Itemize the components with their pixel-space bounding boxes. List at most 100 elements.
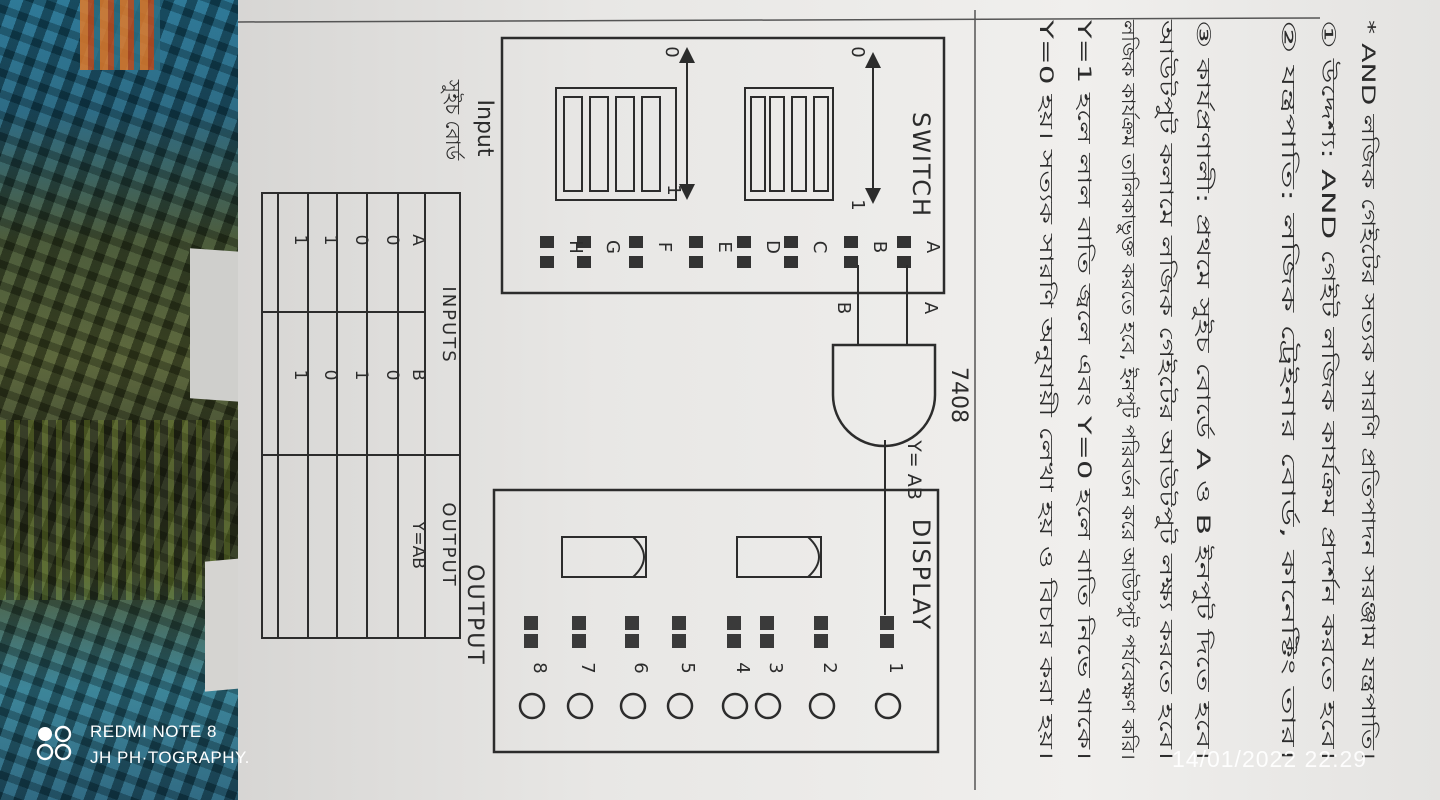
- switch-pin-label: B: [869, 241, 890, 253]
- switch-pin-terminal: [577, 256, 591, 268]
- note-line: * AND লজিক গেইটের সত্যক সারণি প্রতিপাদন …: [1357, 20, 1380, 760]
- photo-credit: JH PH·TOGRAPHY.: [90, 748, 250, 767]
- switch-pin-terminal: [844, 236, 858, 248]
- seven-segment-display: [736, 536, 822, 578]
- switch-pin-terminal: [897, 236, 911, 248]
- input-section-label: Input: [472, 100, 497, 157]
- switch-pin-label: H: [565, 240, 586, 254]
- slide-switch-2: [555, 47, 695, 201]
- truth-table-column-header: A: [408, 234, 428, 246]
- led-terminal: [672, 616, 686, 630]
- switch-pin-terminal: [629, 236, 643, 248]
- led-bulb: [566, 692, 594, 720]
- note-line: ① উদ্দেশ্য: AND গেইট লজিক কার্যক্রম প্রদ…: [1317, 20, 1340, 760]
- truth-table: [261, 192, 461, 639]
- switch-pin-terminal: [540, 236, 554, 248]
- switch-pin-label: E: [714, 241, 735, 252]
- input-wires: [857, 265, 908, 615]
- truth-table-cell: 0: [382, 235, 402, 246]
- note-line: আউটপুট কলামে লজিক গেইটের আউটপুট লক্ষ্য ক…: [1155, 18, 1178, 760]
- led-terminal: [625, 616, 639, 630]
- led-number-label: 1: [885, 662, 906, 673]
- led-terminal: [760, 616, 774, 630]
- led-number-label: 2: [819, 662, 840, 673]
- switch-pin-terminal: [737, 256, 751, 268]
- led-terminal: [727, 616, 741, 630]
- led-terminal: [880, 616, 894, 630]
- switch-pin-label: F: [654, 242, 675, 252]
- led-terminal: [625, 634, 639, 648]
- led-bulb: [721, 692, 749, 720]
- display-board-title: DISPLAY: [907, 519, 935, 631]
- led-terminal: [524, 616, 538, 630]
- led-bulb: [874, 692, 902, 720]
- truth-table-cell: 0: [382, 370, 402, 381]
- led-terminal: [572, 616, 586, 630]
- device-name: REDMI NOTE 8: [90, 722, 217, 741]
- led-number-label: 6: [630, 662, 651, 673]
- led-terminal: [880, 634, 894, 648]
- switch-pin-terminal: [689, 256, 703, 268]
- input-note: সুইচ বোর্ড: [441, 79, 465, 161]
- truth-table-column-header: B: [408, 369, 428, 381]
- led-terminal: [760, 634, 774, 648]
- note-line: Y=0 হয়। সত্যক সারণি অনুযায়ী লেখা হয় ও…: [1035, 18, 1058, 760]
- led-terminal: [814, 616, 828, 630]
- switch-pin-terminal: [784, 256, 798, 268]
- truth-table-cell: 0: [320, 370, 340, 381]
- switch-pin-terminal: [629, 256, 643, 268]
- switch-board-title: SWITCH: [907, 112, 935, 218]
- photo-timestamp: 14/01/2022 22:29: [1172, 746, 1368, 772]
- switch-end-1: 1: [663, 184, 684, 195]
- led-bulb: [808, 692, 836, 720]
- gate-output-expression: Y= AB: [903, 439, 925, 500]
- led-number-label: 3: [765, 662, 786, 673]
- led-terminal: [814, 634, 828, 648]
- truth-table-output-header: OUTPUT: [438, 502, 459, 587]
- and-gate-symbol: [831, 343, 937, 448]
- switch-end-1: 1: [847, 199, 868, 210]
- led-number-label: 7: [577, 662, 598, 673]
- truth-table-cell: 1: [290, 370, 310, 381]
- switch-pin-label: C: [809, 241, 830, 254]
- led-bulb: [518, 692, 546, 720]
- switch-pin-terminal: [784, 236, 798, 248]
- led-number-label: 4: [732, 662, 753, 673]
- switch-pin-terminal: [737, 236, 751, 248]
- handwritten-notes: * AND লজিক গেইটের সত্যক সারণি প্রতিপাদন …: [1035, 18, 1380, 760]
- wire-a-label: A: [920, 302, 941, 315]
- truth-table-cell: 1: [351, 370, 371, 381]
- note-line: Y=1 হলে লাল বাতি জ্বলে এবং Y=0 হলে বাতি …: [1073, 18, 1095, 760]
- chip-label: 7408: [946, 367, 971, 423]
- switch-end-0: 0: [661, 46, 682, 57]
- switch-pin-terminal: [577, 236, 591, 248]
- slide-switch-1: [744, 52, 881, 204]
- output-section-label: OUTPUT: [462, 564, 487, 666]
- truth-table-column-header: Y=AB: [408, 520, 428, 569]
- ai-camera-logo-icon: [36, 725, 72, 761]
- truth-table-cell: 1: [290, 235, 310, 246]
- led-number-label: 5: [677, 662, 698, 673]
- led-terminal: [672, 634, 686, 648]
- led-terminal: [572, 634, 586, 648]
- note-line: ③ কার্যপ্রণালী: প্রথমে সুইচ বোর্ডে A ও B…: [1192, 20, 1215, 760]
- switch-pin-terminal: [540, 256, 554, 268]
- seven-segment-display: [561, 536, 647, 578]
- led-bulb: [666, 692, 694, 720]
- switch-pin-label: D: [762, 240, 783, 254]
- notebook-page: [238, 0, 1440, 800]
- note-line: ② যন্ত্রপাতি: লজিক ট্রেইনার বোর্ড, কানেক…: [1277, 20, 1300, 760]
- switch-pin-terminal: [897, 256, 911, 268]
- top-rule: [237, 17, 1321, 23]
- wire-b-label: B: [833, 302, 854, 314]
- switch-end-0: 0: [847, 46, 868, 57]
- led-terminal: [524, 634, 538, 648]
- led-terminal: [727, 634, 741, 648]
- truth-table-inputs-header: INPUTS: [438, 286, 459, 363]
